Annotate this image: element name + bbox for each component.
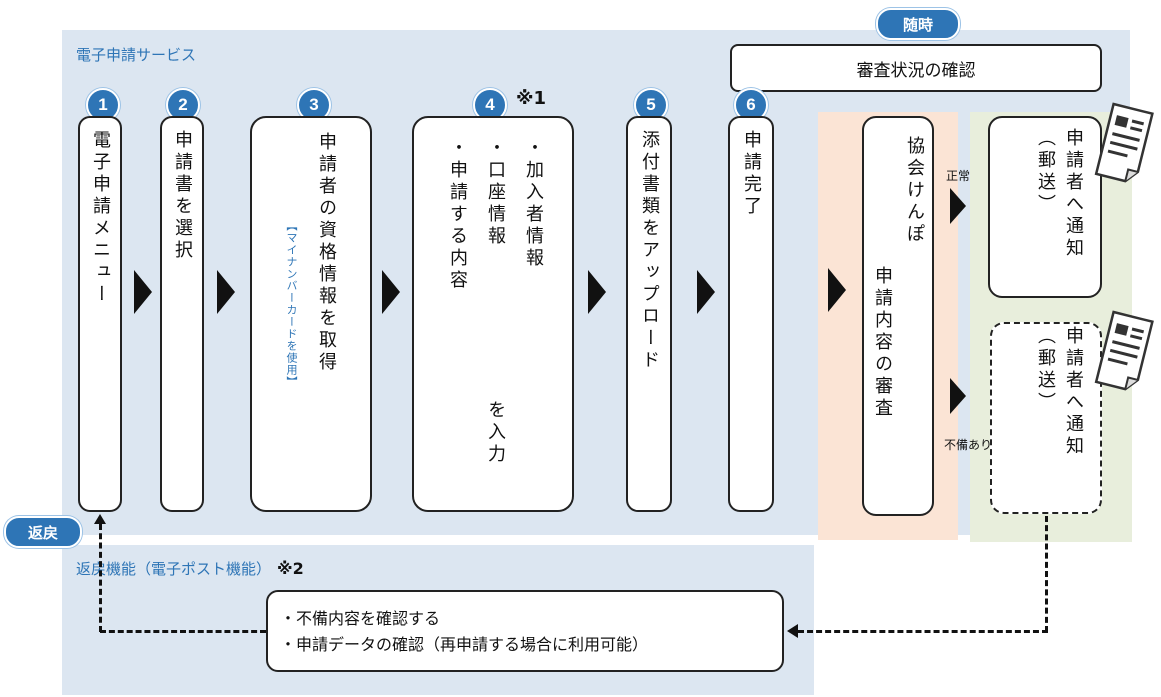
normal-label: 正常 [946,169,971,183]
document-icon [1094,102,1154,183]
step-4-note: ※1 [516,88,547,109]
step-4-box[interactable]: ・加入者情報 ・口座情報 ・申請する内容 を入力 [412,116,574,512]
step-5-box[interactable]: 添付書類をアップロード [626,116,672,512]
return-arrowhead [94,514,106,524]
step-4-tail: を入力 [485,400,506,466]
service-title: 電子申請サービス [76,46,197,64]
notify-normal-box: 申請者へ通知 （郵送） [988,116,1102,298]
status-check-label: 審査状況の確認 [856,60,976,81]
document-icon [1094,310,1154,391]
flow-arrow-2 [217,270,235,314]
step-6-box[interactable]: 申請完了 [728,116,774,512]
review-org: 協会けんぽ [904,136,925,246]
notify-deficient-box: 申請者へ通知 （郵送） [990,322,1102,514]
notify-deficient-sub: （郵送） [1035,326,1056,414]
return-title-text: 返戻機能（電子ポスト機能） [76,560,272,578]
return-connector [1045,516,1048,632]
review-text: 申請内容の審査 [872,266,893,420]
normal-arrow [950,188,966,224]
flow-arrow-6 [828,268,846,312]
return-note: ※2 [277,559,304,578]
step-4-line-3: ・申請する内容 [447,138,468,292]
step-6-label: 申請完了 [741,130,762,218]
return-connector [100,630,266,633]
return-line-2: ・申請データの確認（再申請する場合に利用可能） [280,635,649,654]
deficient-arrow [950,378,966,414]
step-1-label: 電子申請メニュー [90,130,111,306]
return-connector [99,524,102,632]
return-arrowhead [787,624,798,638]
step-4-line-1: ・加入者情報 [523,138,544,270]
notify-normal-main: 申請者へ通知 [1063,128,1084,260]
step-2-box[interactable]: 申請書を選択 [160,116,204,512]
step-1-box[interactable]: 電子申請メニュー [78,116,122,512]
return-title: 返戻機能（電子ポスト機能） ※2 [76,558,304,579]
anytime-badge: 随時 [876,8,960,40]
status-check-box[interactable]: 審査状況の確認 [730,44,1102,92]
notify-deficient-main: 申請者へ通知 [1063,326,1084,458]
step-4-line-2: ・口座情報 [485,138,506,248]
step-3-label: 申請者の資格情報を取得 [316,132,337,374]
return-box[interactable]: ・不備内容を確認する ・申請データの確認（再申請する場合に利用可能） [266,590,784,672]
flow-arrow-1 [134,270,152,314]
return-connector [798,630,1048,633]
flow-arrow-3 [382,270,400,314]
return-badge: 返戻 [4,516,82,548]
flow-arrow-5 [697,270,715,314]
step-2-label: 申請書を選択 [172,130,193,262]
step-5-label: 添付書類をアップロード [639,130,660,372]
deficient-label: 不備あり [944,438,993,452]
review-box: 協会けんぽ 申請内容の審査 [862,116,934,516]
step-3-box[interactable]: 申請者の資格情報を取得 【マイナンバーカードを使用】 [250,116,372,512]
return-line-1: ・不備内容を確認する [280,609,441,628]
notify-normal-sub: （郵送） [1035,128,1056,216]
flow-arrow-4 [588,270,606,314]
step-3-sub: 【マイナンバーカードを使用】 [285,220,298,388]
